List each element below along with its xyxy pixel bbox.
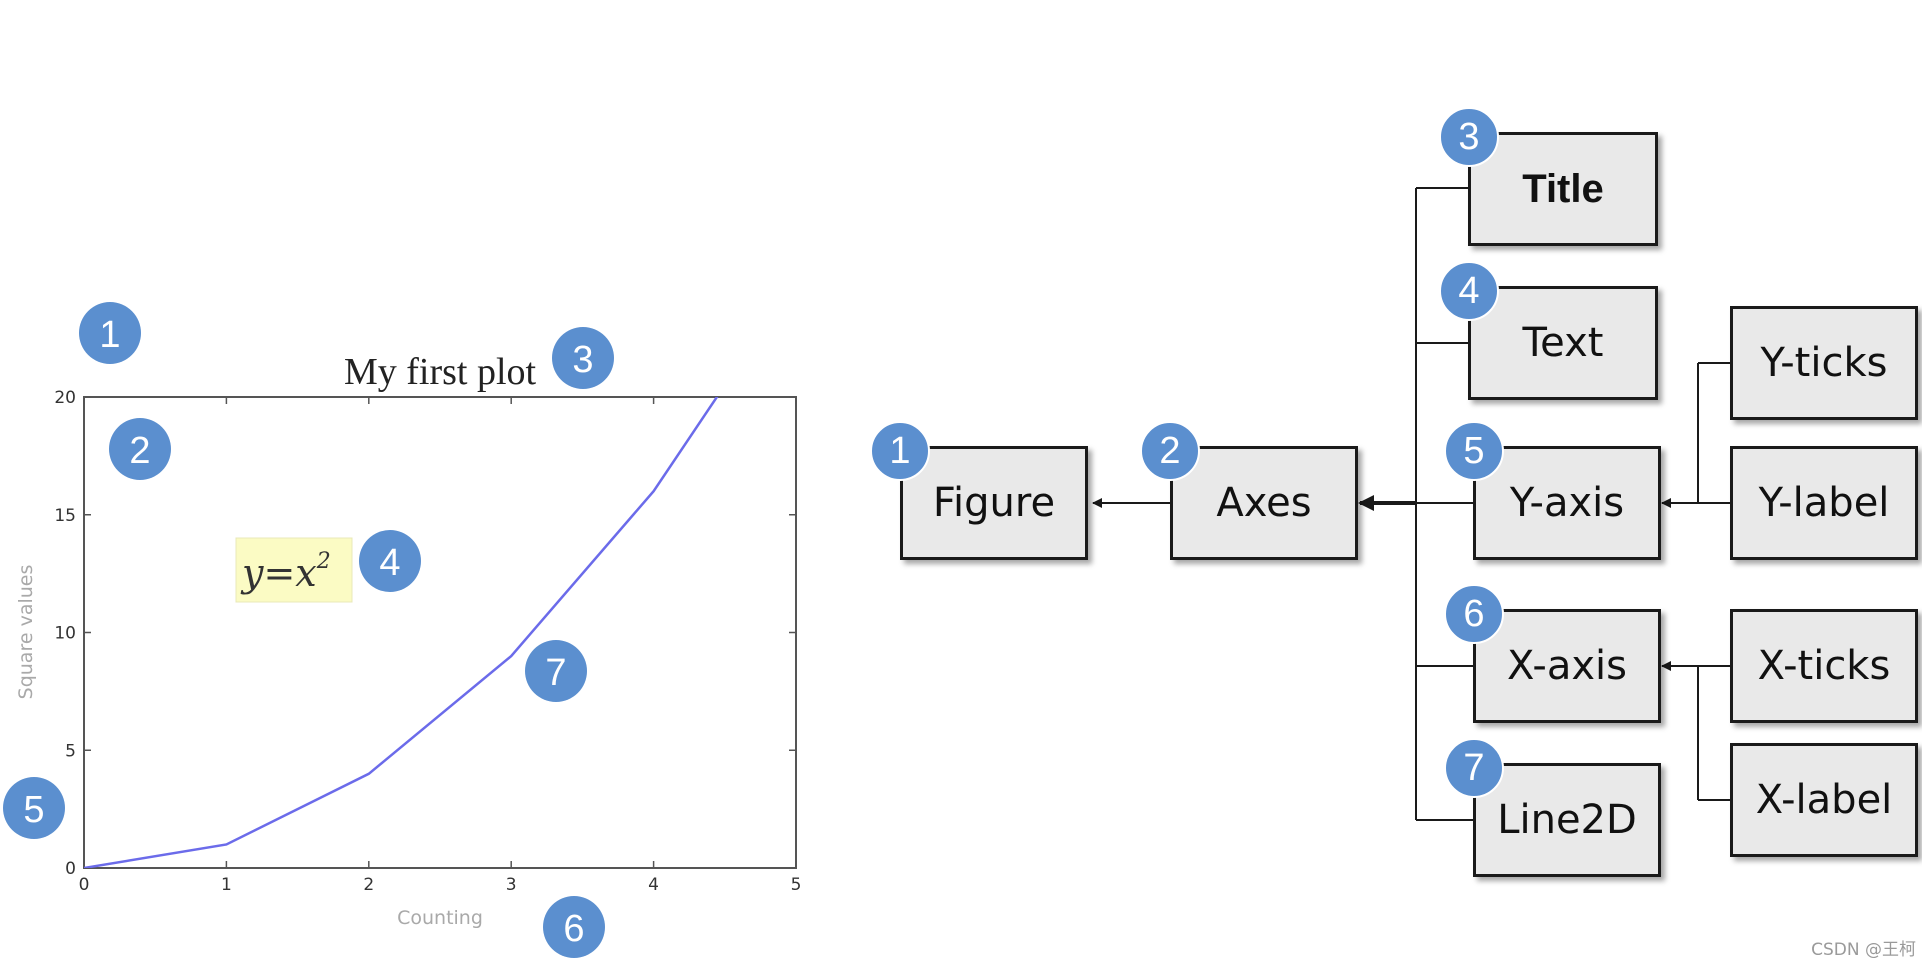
node-yticks: Y-ticks	[1730, 306, 1918, 420]
x-tick-labels: 0 1 2 3 4 5	[79, 875, 802, 895]
y-tick-label: 5	[65, 741, 76, 761]
node-xaxis-label: X-axis	[1507, 643, 1627, 689]
node-xticks-label: X-ticks	[1757, 643, 1891, 689]
diagram-badge-7: 7	[1444, 738, 1504, 798]
diagram-badge-5: 5	[1444, 421, 1504, 481]
node-xticks: X-ticks	[1730, 609, 1918, 723]
plot-badge-3: 3	[552, 327, 614, 389]
node-ylabel-label: Y-label	[1758, 480, 1890, 526]
connector-lines	[1092, 187, 1732, 821]
y-tick-label: 0	[65, 859, 76, 879]
plot-badge-7-label: 7	[545, 652, 566, 694]
data-line	[84, 397, 719, 868]
node-title-label: Title	[1522, 166, 1604, 211]
plot-badge-4-label: 4	[379, 542, 400, 584]
equation-background	[235, 537, 353, 603]
diagram-badge-2: 2	[1140, 421, 1200, 481]
node-xaxis: X-axis	[1473, 609, 1661, 723]
plot-badge-6-label: 6	[563, 908, 584, 950]
plot-badge-4: 4	[359, 530, 421, 592]
node-xlabel-label: X-label	[1755, 777, 1893, 823]
plot-badge-5: 5	[3, 777, 65, 839]
node-line2d-label: Line2D	[1497, 797, 1637, 843]
node-axes-label: Axes	[1216, 480, 1312, 526]
x-tick-label: 5	[791, 875, 802, 895]
y-tick-label: 20	[54, 388, 76, 408]
tick-marks	[83, 396, 797, 869]
plot-badge-2: 2	[109, 418, 171, 480]
node-yaxis: Y-axis	[1473, 446, 1661, 560]
equation-text: y=x2	[240, 549, 331, 595]
equation-base: y=x	[240, 551, 317, 595]
watermark: CSDN @王柯	[1811, 940, 1916, 960]
y-axis-label: Square values	[15, 565, 37, 700]
plot-badge-7: 7	[525, 640, 587, 702]
plot-badge-6: 6	[543, 896, 605, 958]
x-axis-label: Counting	[397, 907, 483, 929]
y-tick-labels: 0 5 10 15 20	[54, 388, 76, 879]
axes-frame	[83, 396, 797, 869]
node-text-label: Text	[1522, 320, 1604, 366]
y-tick-label: 15	[54, 506, 76, 526]
diagram-badge-1: 1	[870, 421, 930, 481]
plot-area: 0 1 2 3 4 5 0 5 10 15 20	[54, 388, 802, 895]
x-tick-label: 0	[79, 875, 90, 895]
node-yaxis-label: Y-axis	[1509, 480, 1625, 526]
node-figure-label: Figure	[932, 480, 1056, 526]
x-tick-label: 4	[648, 875, 659, 895]
node-figure: Figure	[900, 446, 1088, 560]
diagram-badge-4: 4	[1439, 261, 1499, 321]
diagram-badge-3: 3	[1439, 107, 1499, 167]
plot-badge-5-label: 5	[23, 789, 44, 831]
plot-badge-1: 1	[79, 302, 141, 364]
node-line2d: Line2D	[1473, 763, 1661, 877]
node-ylabel: Y-label	[1730, 446, 1918, 560]
node-axes: Axes	[1170, 446, 1358, 560]
plot-title: My first plot	[344, 351, 537, 393]
x-tick-label: 2	[363, 875, 374, 895]
plot-badge-2-label: 2	[129, 430, 150, 472]
equation-annotation: y=x2	[235, 537, 353, 603]
plot-badge-1-label: 1	[99, 314, 120, 356]
plot-badge-3-label: 3	[572, 339, 593, 381]
equation-exponent: 2	[316, 549, 331, 574]
node-yticks-label: Y-ticks	[1760, 340, 1888, 386]
x-tick-label: 3	[506, 875, 517, 895]
x-tick-label: 1	[221, 875, 232, 895]
node-title: Title	[1468, 132, 1658, 246]
node-xlabel: X-label	[1730, 743, 1918, 857]
diagram-badge-6: 6	[1444, 584, 1504, 644]
hierarchy-diagram: Figure Axes Title Text Y-axis X-axis Lin…	[850, 0, 1922, 970]
y-tick-label: 10	[54, 624, 76, 644]
node-text: Text	[1468, 286, 1658, 400]
